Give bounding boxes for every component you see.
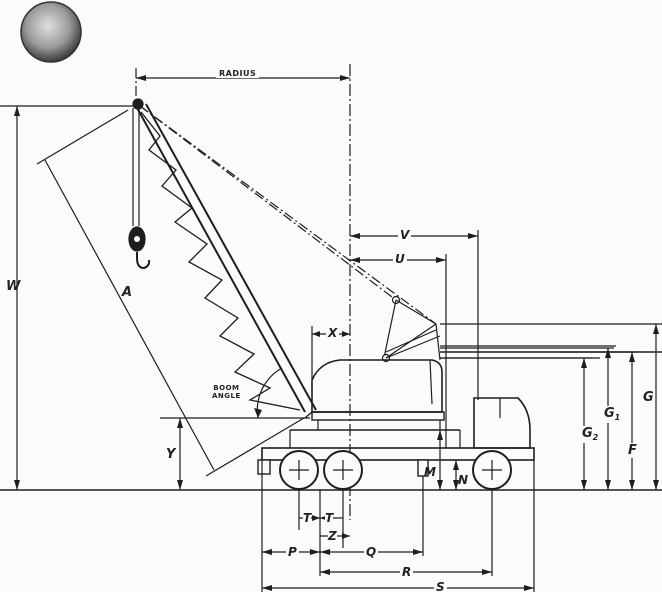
p-label: P — [286, 545, 299, 559]
g1-letter: G — [604, 406, 615, 421]
boom-angle-line2: ANGLE — [212, 392, 241, 401]
g-label: G — [643, 390, 654, 405]
boom-angle-line1: BOOM — [213, 384, 240, 392]
t-right-label: T — [325, 511, 334, 525]
m-label: M — [424, 465, 436, 479]
boom-angle-label: BOOM ANGLE — [212, 384, 241, 401]
g2-letter: G — [582, 426, 593, 441]
w-label: W — [6, 279, 21, 294]
hook — [136, 252, 151, 270]
t-left-label: T — [303, 511, 312, 525]
boom-lattice — [140, 111, 301, 411]
g1-subscript: 1 — [614, 413, 621, 422]
g2-label: G2 — [582, 426, 599, 443]
y-label: Y — [166, 447, 176, 462]
z-label: Z — [328, 529, 337, 543]
q-label: Q — [364, 545, 379, 559]
u-label: U — [393, 252, 407, 266]
f-label: F — [628, 443, 637, 458]
radius-label: RADIUS — [216, 70, 260, 78]
carrier-frame — [261, 447, 535, 461]
logo-ball — [20, 1, 82, 63]
a-dim-line — [44, 159, 215, 471]
a-label: A — [122, 285, 133, 300]
r-label: R — [400, 565, 414, 579]
carrier-cab — [473, 397, 531, 449]
g1-label: G1 — [604, 406, 621, 423]
v-label: V — [398, 228, 412, 242]
s-label: S — [434, 580, 447, 592]
n-label: N — [458, 473, 469, 487]
crane-cab — [311, 359, 443, 413]
g2-subscript: 2 — [592, 433, 599, 442]
x-label: X — [326, 326, 340, 340]
